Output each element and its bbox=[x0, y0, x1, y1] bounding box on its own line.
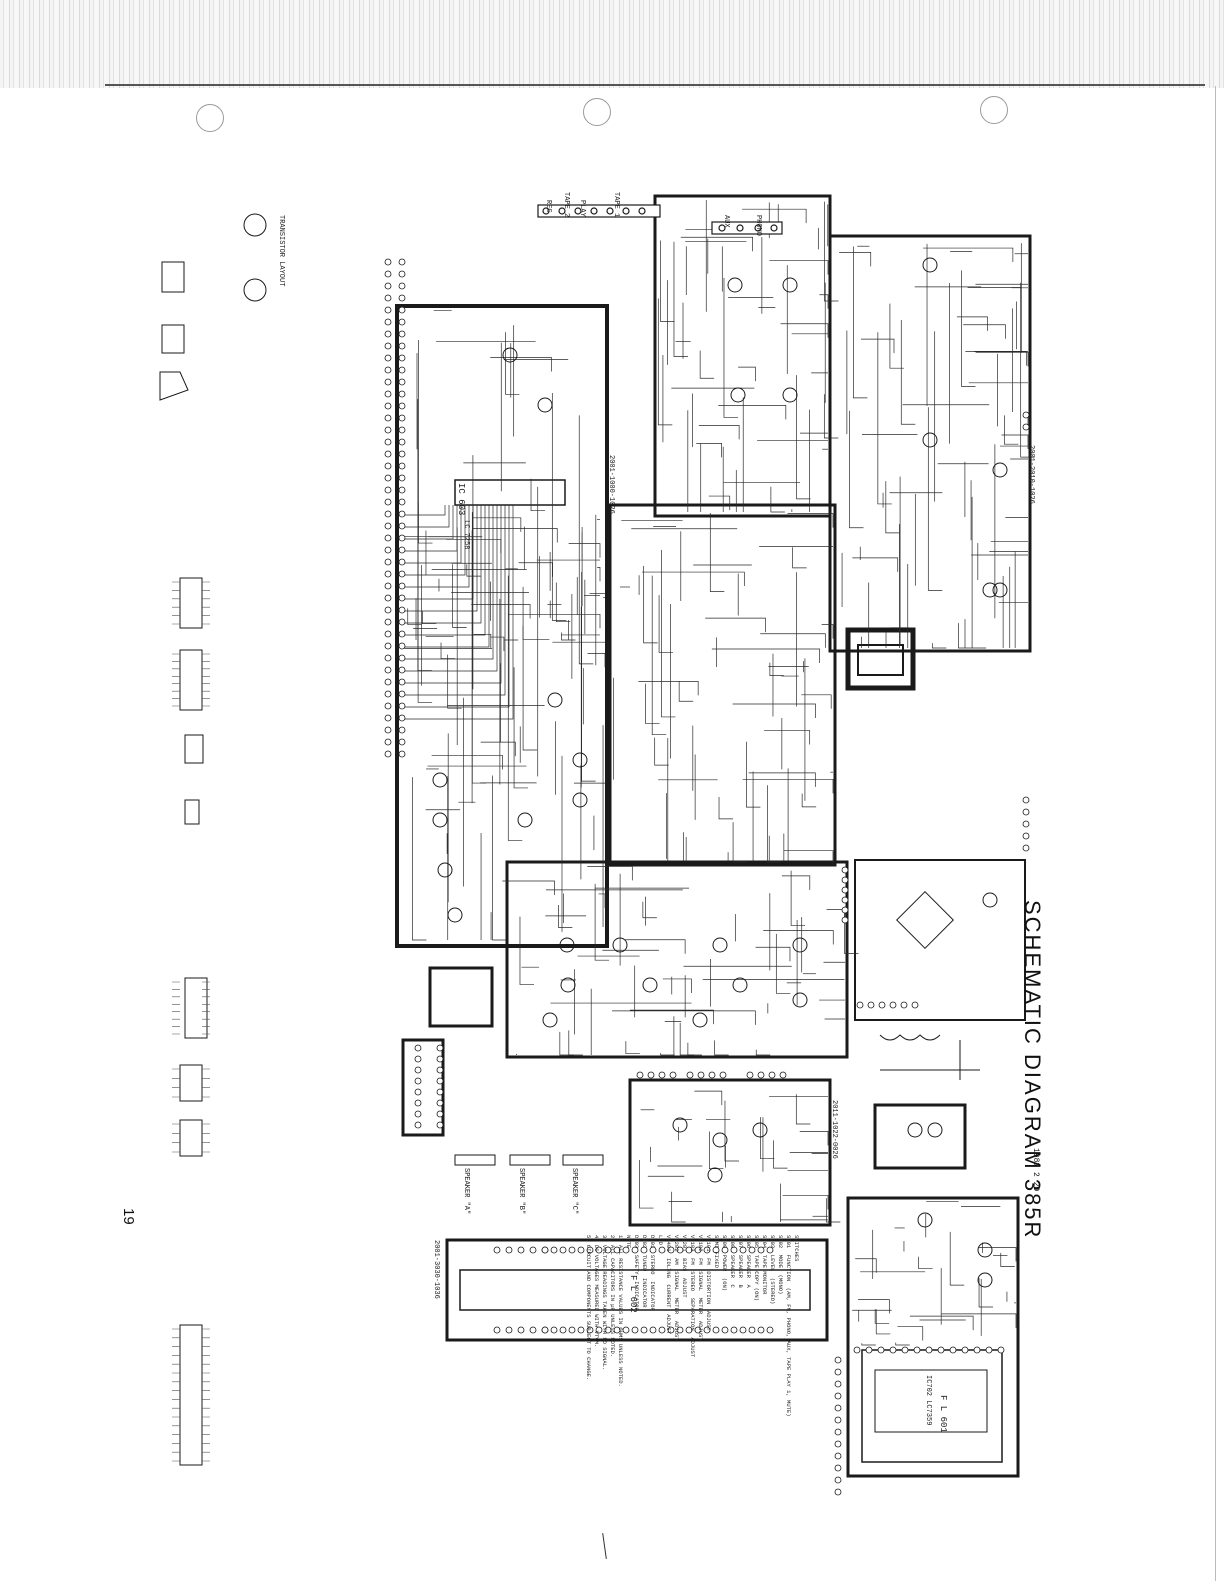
binder-hole-center bbox=[583, 98, 611, 126]
board-outline-display-fl601 bbox=[846, 1196, 1020, 1478]
label-pcb-sub: 2001-2010-1026 bbox=[1027, 445, 1035, 504]
notes-note-heading: NOTE bbox=[625, 1235, 632, 1249]
board-outline-power-amp bbox=[505, 860, 849, 1059]
notes-note: 1. ALL RESISTANCE VALUES IN OHMS UNLESS … bbox=[585, 1235, 624, 1387]
notes-adjust: VR101 FM DISTORTION ADJUST VR102 FM SIGN… bbox=[665, 1235, 712, 1358]
board-outline-tone bbox=[608, 503, 837, 867]
notes-switches: S601 FUNCTION (AM, FM, PHONO, AUX, TAPE … bbox=[721, 1235, 792, 1417]
label-speaker-c: SPEAKER "C" bbox=[570, 1168, 578, 1215]
label-play: PLAY bbox=[578, 200, 586, 217]
board-outline-preamp bbox=[653, 194, 832, 518]
input-jack-strip bbox=[537, 204, 783, 235]
label-ic603-part: LC 7258 bbox=[462, 520, 470, 550]
binder-hole-right bbox=[980, 96, 1008, 124]
label-phono: PHONO bbox=[754, 215, 762, 237]
board-outline-tuner bbox=[828, 234, 1032, 653]
notes-adjust-heading: SEMI FIXED bbox=[713, 1235, 720, 1269]
speaker-terminals bbox=[454, 1154, 604, 1166]
ic-module-inner bbox=[857, 644, 904, 676]
notes-led: D401 STEREO INDICATOR D402 TUNED INDICAT… bbox=[633, 1235, 656, 1311]
notes-switches-heading: SWITCHES bbox=[793, 1235, 800, 1262]
notes-led-heading: LED bbox=[657, 1235, 664, 1245]
transistors bbox=[432, 257, 1008, 1288]
board-outline-headphone bbox=[428, 966, 494, 1028]
component-outlines bbox=[159, 213, 267, 1466]
label-fl601: F L 601 bbox=[938, 1395, 948, 1433]
label-rec: REC bbox=[544, 200, 552, 213]
label-pcb-power: 2011-1022-0026 bbox=[830, 1100, 838, 1159]
scan-top-edge bbox=[0, 0, 1224, 88]
ic603-chip bbox=[454, 479, 566, 506]
label-transistor-layout: TRANSISTOR LAYOUT bbox=[277, 215, 285, 287]
board-outline-control bbox=[395, 304, 609, 948]
page-number: 19 bbox=[120, 1208, 137, 1225]
label-tape1: TAPE 1 bbox=[612, 192, 620, 218]
label-ic702: IC702 LC7359 bbox=[924, 1375, 932, 1426]
board-outline-protection bbox=[628, 1078, 832, 1227]
label-pcb-main: 2001-1000-1026 bbox=[607, 455, 615, 514]
label-speaker-b: SPEAKER "B" bbox=[517, 1168, 525, 1215]
power-transformer bbox=[879, 891, 980, 1080]
binder-hole-left bbox=[196, 104, 224, 132]
ic702-chip bbox=[874, 1369, 988, 1433]
board-outline-ic-module bbox=[845, 627, 916, 691]
page-right-border bbox=[1215, 86, 1216, 1581]
wiring-traces bbox=[401, 200, 1035, 1346]
label-tape2: TAPE 2 bbox=[562, 192, 570, 218]
board-outline-power-supply bbox=[854, 859, 1026, 1021]
label-pcb-display: 2001-3030-1036 bbox=[432, 1240, 440, 1299]
board-outline-small bbox=[873, 1103, 967, 1170]
date-code: 1982 2 20 bbox=[1031, 1148, 1040, 1192]
label-aux: AUX bbox=[722, 215, 730, 228]
fl602-tube bbox=[459, 1269, 811, 1311]
board-outline-display-fl602 bbox=[445, 1238, 829, 1342]
label-speaker-a: SPEAKER "A" bbox=[462, 1168, 470, 1215]
board-outline-connector bbox=[401, 1038, 445, 1137]
fl601-tube bbox=[861, 1349, 1003, 1463]
notes-block: SWITCHES S601 FUNCTION (AM, FM, PHONO, A… bbox=[584, 1235, 800, 1417]
label-ic603: IC 603 bbox=[456, 483, 466, 516]
page-top-border bbox=[105, 84, 1205, 86]
terminal-pins bbox=[384, 258, 1030, 1496]
